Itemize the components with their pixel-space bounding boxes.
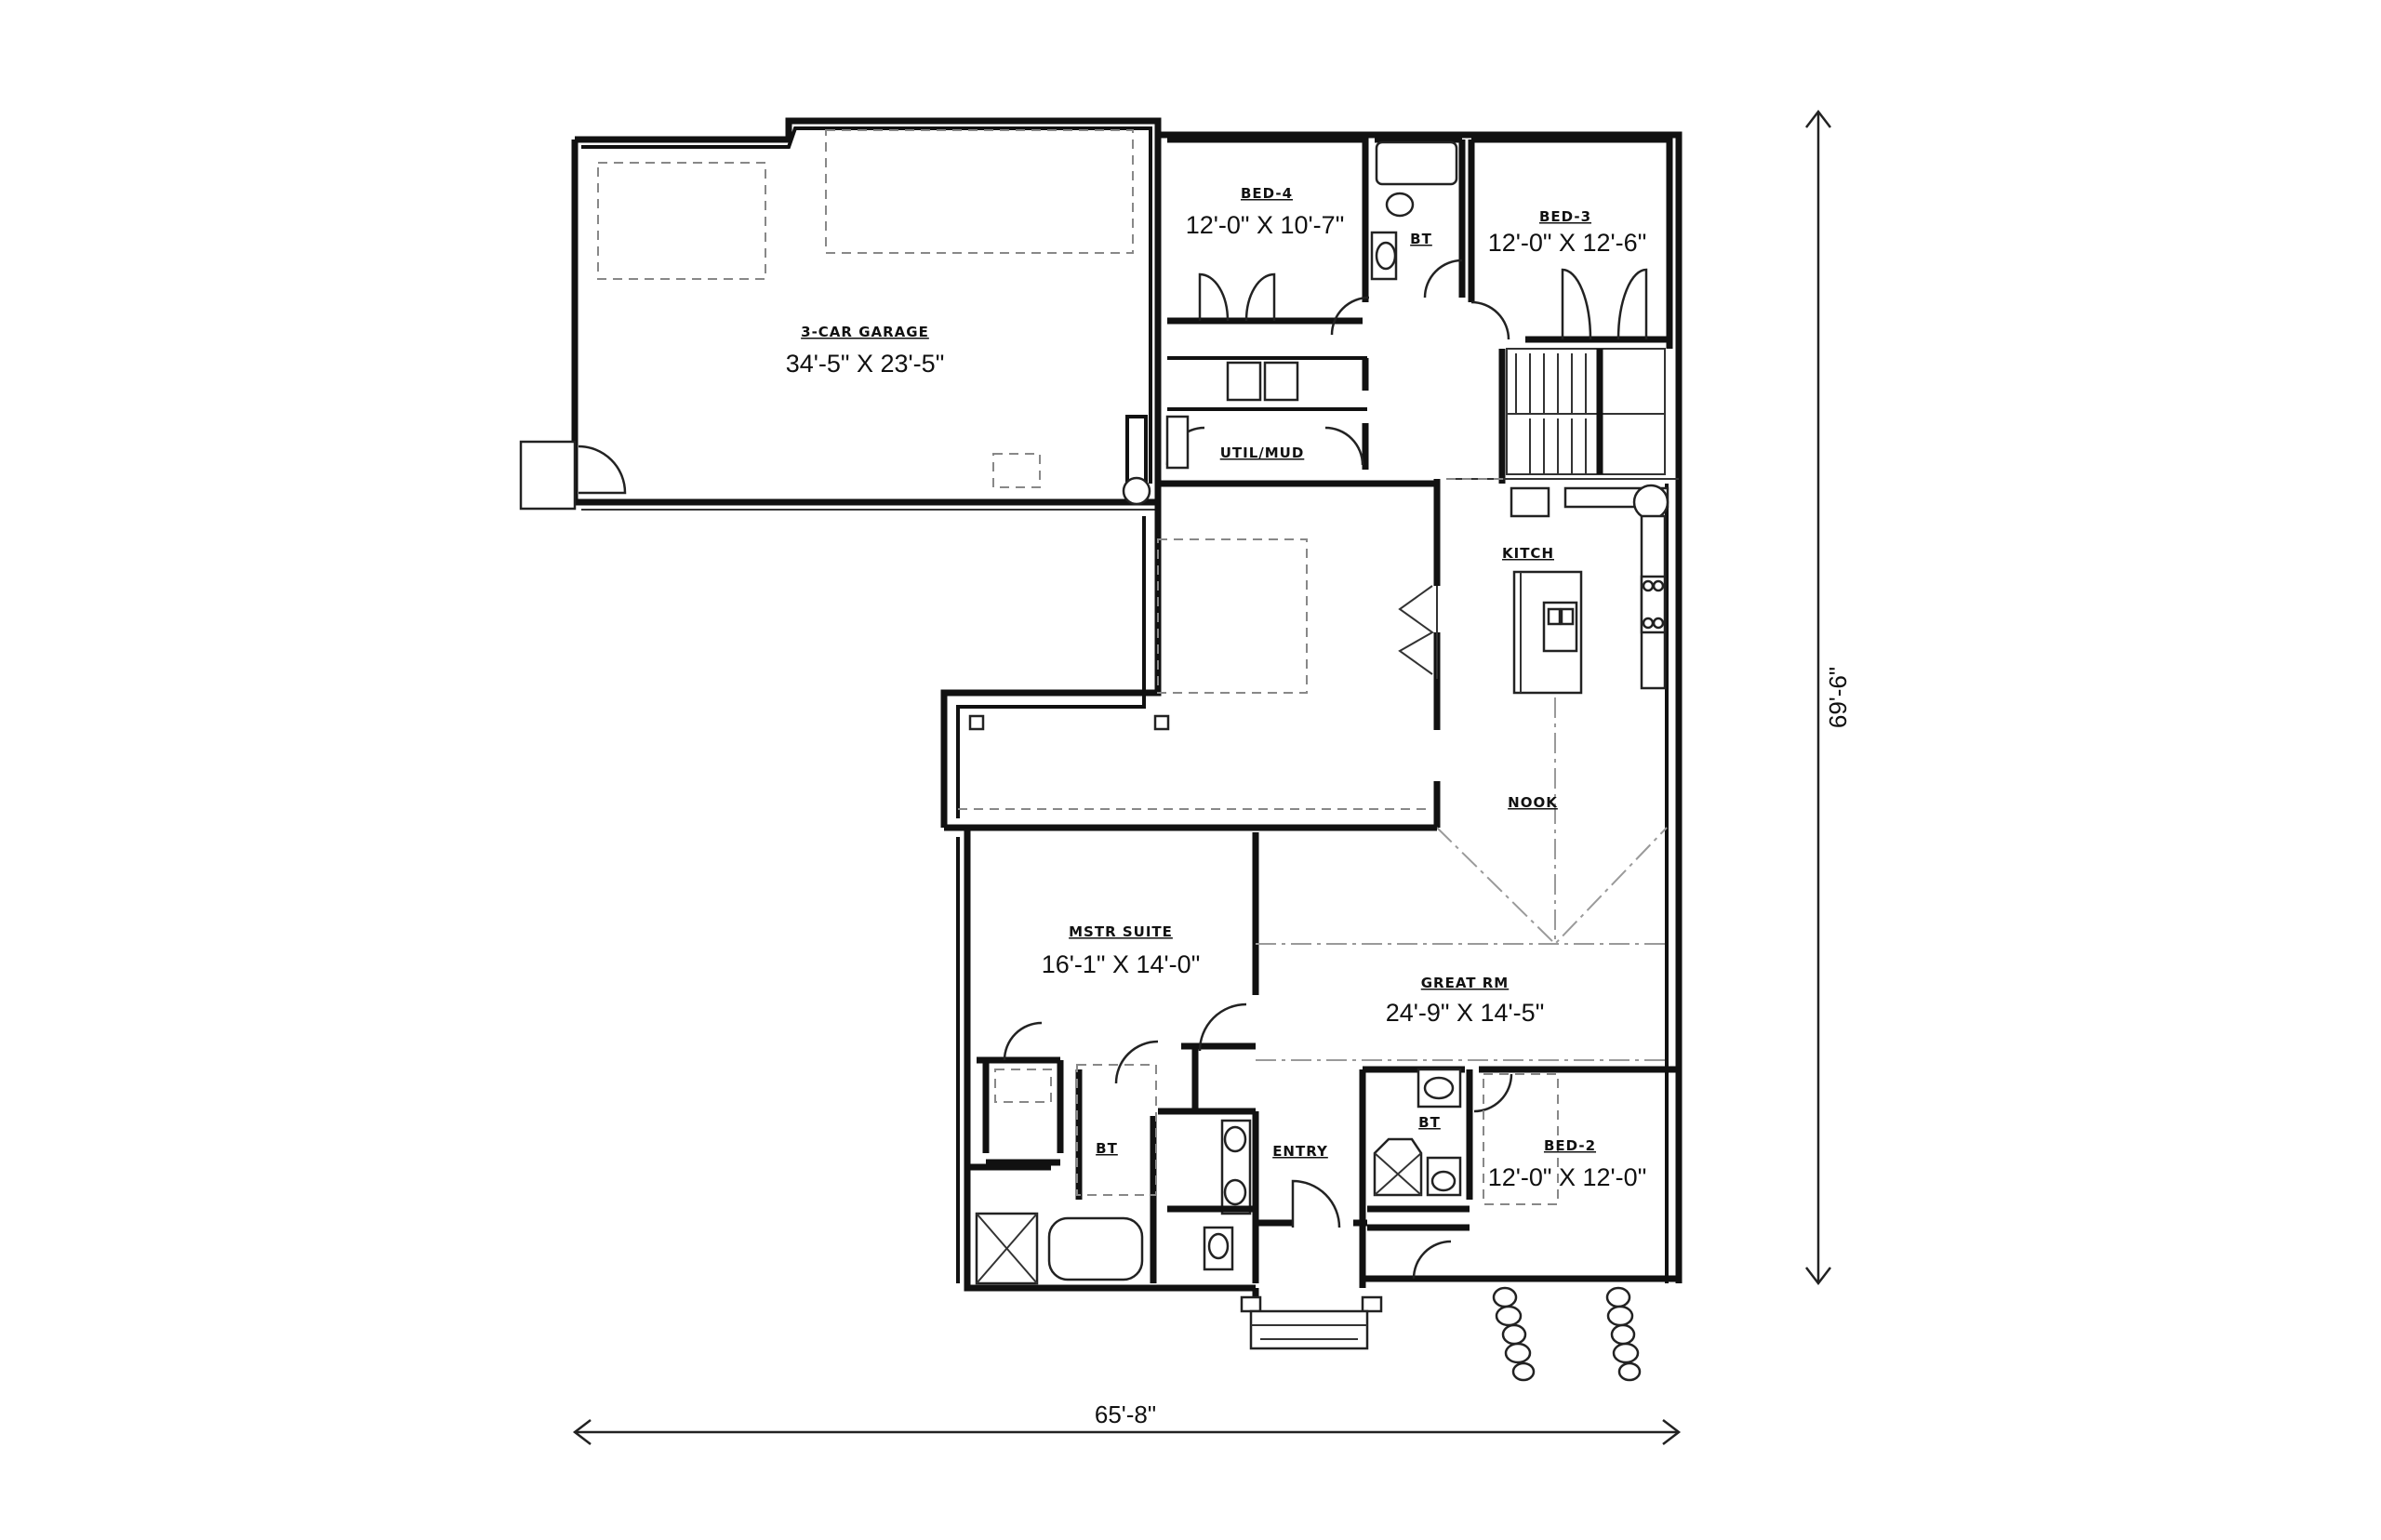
bath-lower-name: BT (1418, 1114, 1441, 1131)
bed3-name: BED-3 (1539, 208, 1591, 225)
bed4-name: BED-4 (1241, 185, 1293, 202)
bed2-walls (1359, 1066, 1679, 1288)
master-suite-name: MSTR SUITE (1069, 923, 1173, 940)
bed3-size: 12'-0" X 12'-6" (1488, 229, 1647, 257)
bed2-size: 12'-0" X 12'-0" (1488, 1163, 1647, 1191)
main-walls (940, 353, 1683, 1292)
kitchen-name: KITCH (1502, 545, 1554, 562)
util-mud-name: UTIL/MUD (1220, 445, 1305, 461)
bed4-size: 12'-0" X 10'-7" (1186, 211, 1345, 239)
util-fixtures (1165, 361, 1299, 470)
entry-name: ENTRY (1272, 1143, 1328, 1160)
master-suite-size: 16'-1" X 14'-0" (1042, 950, 1201, 978)
master-bath-name: BT (1096, 1140, 1118, 1157)
landscape-shrubs (1492, 1286, 1642, 1382)
dimension-lines (572, 109, 1831, 1445)
great-room-name: GREAT RM (1421, 975, 1509, 991)
garage-walls (519, 117, 1162, 511)
overall-depth-label: 69'-6" (1824, 667, 1852, 728)
bedroom-wing-walls (1154, 121, 1683, 484)
bath-upper-name: BT (1410, 231, 1432, 247)
overall-width-label: 65'-8" (1095, 1401, 1156, 1428)
stair-treads (1507, 353, 1665, 474)
nook-name: NOOK (1508, 794, 1558, 811)
master-walls (967, 1002, 1259, 1285)
bed2-name: BED-2 (1544, 1137, 1596, 1154)
great-room-size: 24'-9" X 14'-5" (1386, 999, 1545, 1027)
garage-name: 3-CAR GARAGE (801, 324, 929, 340)
garage-size: 34'-5" X 23'-5" (786, 350, 945, 378)
